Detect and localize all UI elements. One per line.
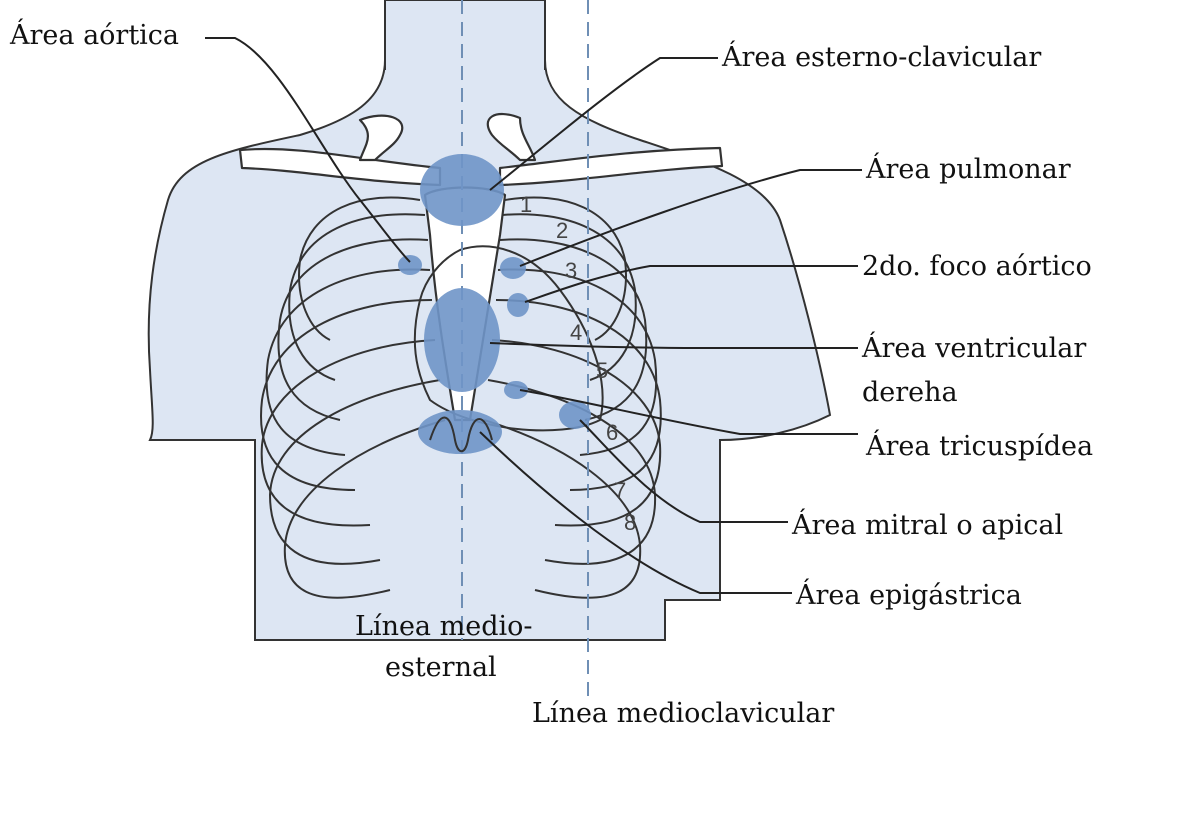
focus-second-aortic <box>507 293 529 317</box>
label-area-mitral: Área mitral o apical <box>791 508 1063 541</box>
focus-pulmonary <box>500 257 526 279</box>
label-area-aortica: Área aórtica <box>9 18 179 51</box>
leader-epigastric <box>479 431 792 594</box>
label-linea-medioesternal-2: esternal <box>385 652 497 683</box>
label-area-ventricular-1: Área ventricular <box>861 331 1086 364</box>
rib-number: 2 <box>556 218 568 243</box>
rib-number: 3 <box>565 258 577 283</box>
leader-tricuspid <box>519 389 858 435</box>
leader-second-aortic <box>524 265 858 303</box>
leader-mitral <box>579 419 788 523</box>
focus-aortic <box>398 255 422 275</box>
leader-lines <box>205 37 862 594</box>
focus-right-ventricular <box>424 288 500 392</box>
leader-aortic <box>205 37 411 263</box>
leader-pulmonary <box>519 169 862 267</box>
heart-outline <box>413 245 604 432</box>
label-area-tricuspidea: Área tricuspídea <box>865 429 1093 462</box>
rib-numbers: 1 2 3 4 5 6 7 8 <box>520 192 636 535</box>
rib-number: 5 <box>596 358 608 383</box>
focus-sternoclavicular <box>420 154 504 226</box>
label-area-esterno-clavicular: Área esterno-clavicular <box>721 40 1041 73</box>
label-segundo-foco-aortico: 2do. foco aórtico <box>862 251 1092 282</box>
acromion-left <box>358 114 404 162</box>
rib-number: 8 <box>624 510 636 535</box>
focus-mitral <box>559 401 591 429</box>
clavicle-right <box>498 146 724 187</box>
label-area-pulmonar: Área pulmonar <box>865 152 1071 185</box>
label-area-ventricular-2: dereha <box>862 377 958 408</box>
rib-number: 4 <box>570 320 582 345</box>
rib-number: 1 <box>520 192 532 217</box>
rib-number: 6 <box>606 420 618 445</box>
xiphoid-curve <box>429 416 493 453</box>
focus-tricuspid <box>504 381 528 399</box>
rib-number: 7 <box>614 478 626 503</box>
leader-ventricular <box>489 342 858 349</box>
leader-sternoclavicular <box>489 57 718 191</box>
acromion-right <box>486 113 537 162</box>
label-area-epigastrica: Área epigástrica <box>795 578 1022 611</box>
label-linea-medioclavicular: Línea medioclavicular <box>532 698 834 729</box>
label-linea-medioesternal-1: Línea medio- <box>355 611 533 642</box>
